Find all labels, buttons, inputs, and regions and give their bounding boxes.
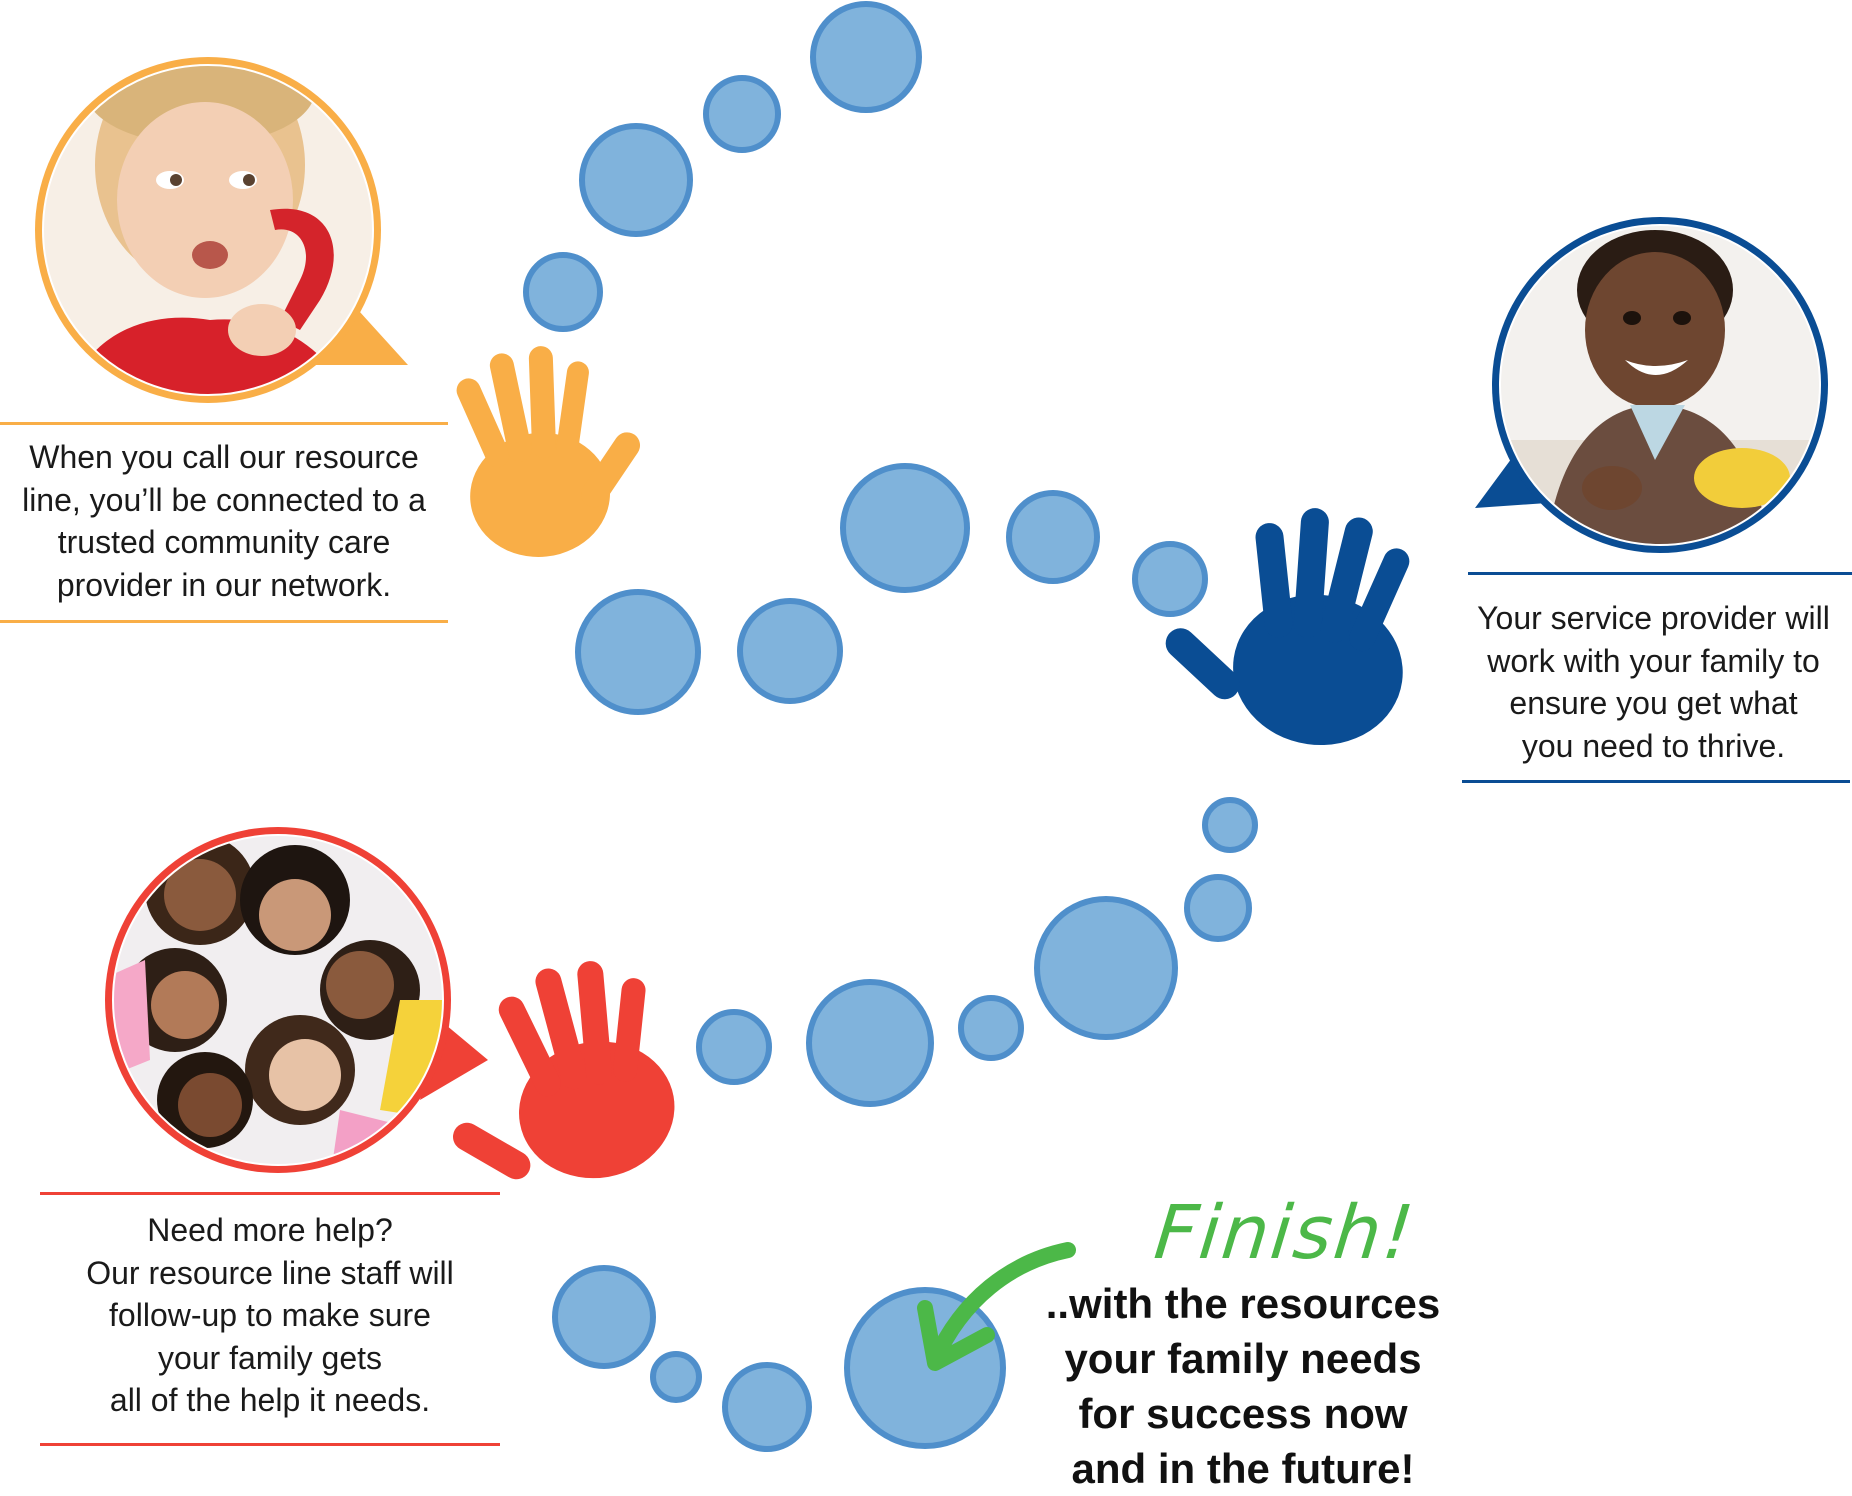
finish-line: and in the future! (1071, 1445, 1415, 1492)
step1-top-rule (0, 422, 448, 425)
step3-description: Need more help? Our resource line staff … (40, 1209, 500, 1422)
step3-photo-bubble (105, 827, 488, 1173)
path-dot (579, 123, 693, 237)
finish-line: for success now (1078, 1390, 1408, 1437)
step3-line: Our resource line staff will (86, 1254, 454, 1291)
path-dot (810, 1, 922, 113)
path-dot (840, 463, 970, 593)
path-dot (844, 1287, 1006, 1449)
step3-line: all of the help it needs. (109, 1382, 431, 1418)
dot-path (523, 1, 1258, 1452)
step2-line: ensure you get what (1509, 685, 1798, 721)
step2-photo-bubble (1475, 217, 1828, 553)
path-dot (722, 1362, 812, 1452)
step2-line: Your service provider will (1477, 600, 1830, 636)
step1-photo-bubble (35, 57, 408, 403)
path-dot (650, 1351, 702, 1403)
finish-line: your family needs (1064, 1335, 1422, 1382)
step3-line: your family gets (157, 1339, 383, 1376)
path-dot (958, 995, 1024, 1061)
step1-bottom-rule (0, 620, 448, 623)
blue-handprint-icon (1165, 508, 1410, 746)
step3-line: follow-up to make sure (109, 1297, 431, 1333)
step1-line: line, you’ll be connected to a (22, 481, 426, 518)
finish-line: ..with the resources (1045, 1280, 1441, 1327)
path-dot (703, 75, 781, 153)
path-dot (696, 1009, 772, 1085)
step3-bottom-rule (40, 1443, 500, 1446)
step1-line: When you call our resource (29, 439, 419, 475)
red-handprint-icon (452, 961, 675, 1180)
path-dot (1006, 490, 1100, 584)
path-dot (1132, 541, 1208, 617)
step2-line: you need to thrive. (1521, 727, 1786, 764)
path-dot (523, 252, 603, 332)
path-dot (552, 1265, 656, 1369)
orange-handprint-icon (456, 346, 641, 557)
step3-top-rule (40, 1192, 500, 1195)
step2-bottom-rule (1462, 780, 1850, 783)
path-dot (737, 598, 843, 704)
smiling-toddler-photo (1500, 225, 1820, 545)
path-dot (806, 979, 934, 1107)
finish-description: ..with the resources your family needs f… (1028, 1276, 1458, 1496)
step2-description: Your service provider will work with you… (1455, 597, 1852, 767)
step2-top-rule (1468, 572, 1852, 575)
step1-line: provider in our network. (56, 566, 392, 603)
path-dot (1184, 874, 1252, 942)
group-of-children-photo (113, 835, 443, 1165)
step1-description: When you call our resource line, you’ll … (0, 436, 448, 606)
step2-line: work with your family to (1487, 642, 1820, 679)
path-dot (575, 589, 701, 715)
path-dot (1202, 797, 1258, 853)
path-dot (1034, 896, 1178, 1040)
finish-title: Finish! (1150, 1190, 1420, 1276)
step3-line: Need more help? (147, 1212, 393, 1248)
finish-arrow-icon (917, 1242, 1076, 1371)
step1-line: trusted community care (57, 524, 391, 560)
